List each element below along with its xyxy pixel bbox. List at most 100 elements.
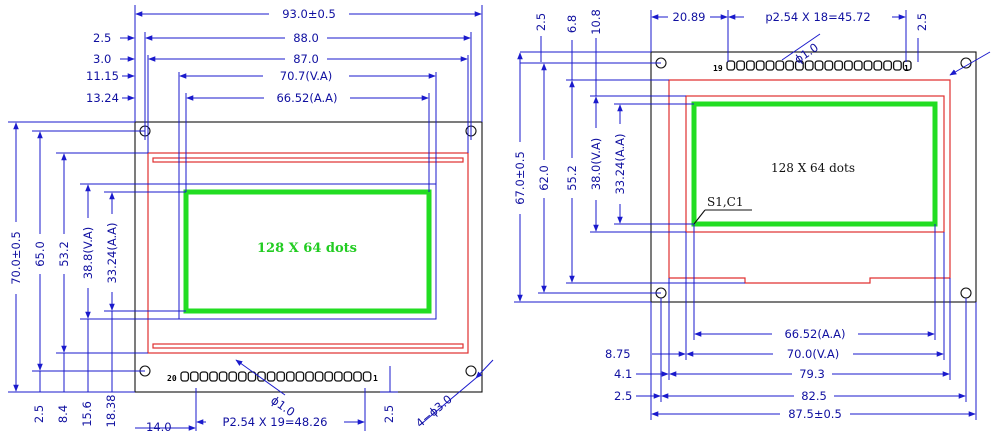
connector-pin	[247, 371, 257, 382]
connector-pin	[324, 371, 334, 382]
connector-pin	[814, 60, 824, 71]
left-dim-70: 70.0±0.5	[9, 231, 23, 285]
right-dim-87-5: 87.5±0.5	[788, 407, 842, 421]
left-dim-b-18-38: 18.38	[104, 395, 118, 428]
connector-pin	[189, 371, 199, 382]
right-mount-hole-br	[960, 287, 972, 299]
left-dim-38-8: 38.8(V.A)	[81, 227, 95, 280]
left-dim-hole-3: 4−ϕ3.0	[413, 392, 455, 430]
left-dim-13-24: 13.24	[86, 91, 119, 105]
left-dim-b-8-4: 8.4	[56, 405, 70, 423]
right-dim-20-89: 20.89	[673, 10, 706, 24]
right-dim-v-6-8: 6.8	[565, 15, 579, 33]
right-mount-hole-tr	[960, 57, 972, 69]
connector-pin	[209, 371, 218, 382]
connector-pin	[266, 371, 276, 382]
right-dim-67: 67.0±0.5	[513, 151, 527, 205]
connector-pin	[863, 60, 873, 71]
left-dim-87: 87.0	[293, 52, 319, 66]
connector-pin	[314, 371, 324, 382]
connector-pin	[257, 371, 266, 382]
right-pin-header	[726, 60, 912, 71]
right-pin-last-label: 1	[904, 64, 909, 73]
right-dim-66-52: 66.52(A.A)	[784, 327, 845, 341]
right-drawing: 128 X 64 dots S1,C1 19 1 20.89 p2.54 X 1…	[511, 9, 991, 421]
connector-pin	[765, 60, 775, 71]
connector-pin	[180, 371, 190, 382]
left-dim-2-5: 2.5	[93, 31, 111, 45]
connector-pin	[343, 371, 353, 382]
connector-pin	[853, 60, 863, 71]
left-lcd-glass	[147, 152, 469, 354]
left-viewing-area	[178, 183, 437, 320]
right-dim-82-5: 82.5	[801, 389, 827, 403]
connector-pin	[228, 371, 238, 382]
connector-pin	[726, 60, 736, 71]
left-pin-last-label: 1	[373, 374, 378, 383]
connector-pin	[362, 371, 372, 382]
connector-pin	[333, 371, 343, 382]
left-dim-65: 65.0	[33, 241, 47, 267]
left-pcb-outline	[134, 121, 483, 393]
connector-pin	[295, 371, 305, 382]
connector-pin	[276, 371, 286, 382]
left-dim-14: 14.0	[146, 420, 172, 431]
left-dim-53-2: 53.2	[57, 241, 71, 267]
left-pin-first-label: 20	[167, 374, 177, 383]
connector-pin	[843, 60, 853, 71]
connector-pin	[199, 371, 209, 382]
connector-pin	[745, 60, 755, 71]
left-dim-pitch: P2.54 X 19=48.26	[223, 415, 328, 429]
connector-pin	[902, 60, 912, 71]
left-pin-header	[180, 371, 372, 382]
right-dim-v-10-8: 10.8	[589, 9, 603, 35]
right-dim-pitch: p2.54 X 18=45.72	[765, 10, 870, 24]
right-lcd-glass	[668, 79, 951, 284]
right-s1c1-label: S1,C1	[707, 195, 744, 209]
connector-pin	[873, 60, 883, 71]
right-pcb-outline	[650, 51, 977, 303]
connector-pin	[285, 371, 295, 382]
connector-pin	[305, 371, 314, 382]
connector-pin	[834, 60, 844, 71]
connector-pin	[237, 371, 247, 382]
right-dim-33-24: 33.24(A.A)	[613, 133, 627, 194]
connector-pin	[883, 60, 893, 71]
left-dim-3-0: 3.0	[93, 52, 111, 66]
right-screen-label: 128 X 64 dots	[771, 161, 855, 175]
left-dim-70-7: 70.7(V.A)	[280, 69, 333, 83]
connector-pin	[892, 60, 902, 71]
right-dim-hole-1: ϕ1.0	[792, 40, 821, 66]
left-dim-r-2-5: 2.5	[382, 405, 396, 423]
connector-pin	[755, 60, 765, 71]
left-active-area	[183, 189, 432, 314]
right-dim-62: 62.0	[537, 165, 551, 191]
left-dim-b-15-6: 15.6	[80, 401, 94, 427]
right-dim-55-2: 55.2	[565, 165, 579, 191]
left-dim-88: 88.0	[293, 31, 319, 45]
right-dim-t-2-5: 2.5	[915, 13, 929, 31]
right-dim-79-3: 79.3	[799, 367, 825, 381]
connector-pin	[824, 60, 834, 71]
left-mount-hole-br	[465, 365, 477, 377]
left-drawing: 128 X 64 dots 20 1 93.0±0.5 2.5 88.0 3.0…	[7, 5, 494, 431]
connector-pin	[794, 60, 804, 71]
right-dim-8-75: 8.75	[605, 347, 631, 361]
connector-pin	[736, 60, 746, 71]
right-dim-v-2-5: 2.5	[534, 13, 548, 31]
connector-pin	[775, 60, 785, 71]
connector-pin	[804, 60, 814, 71]
right-dim-38: 38.0(V.A)	[589, 138, 603, 191]
right-dim-70: 70.0(V.A)	[787, 347, 840, 361]
right-viewing-area	[685, 95, 945, 233]
left-dim-11-15: 11.15	[86, 69, 119, 83]
right-active-area	[691, 101, 938, 227]
left-dim-b-2-5: 2.5	[32, 405, 46, 423]
right-dim-l-2-5: 2.5	[614, 389, 632, 403]
connector-pin	[218, 371, 228, 382]
right-dim-4-1: 4.1	[614, 367, 632, 381]
connector-pin	[785, 60, 795, 71]
right-pin-first-label: 19	[713, 64, 723, 73]
left-dim-33-24: 33.24(A.A)	[105, 222, 119, 283]
